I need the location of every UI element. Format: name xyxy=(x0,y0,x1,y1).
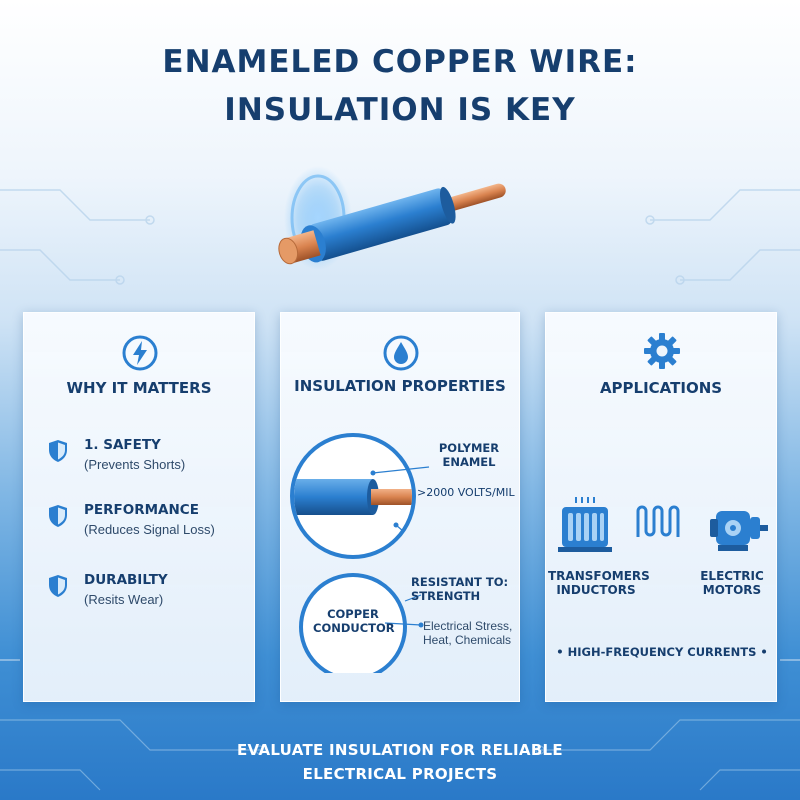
panel-heading: INSULATION PROPERTIES xyxy=(294,377,506,395)
shield-icon xyxy=(49,575,67,597)
voltage-rating-label: >2000 VOLTS/MIL xyxy=(417,486,515,499)
wire-illustration xyxy=(278,166,506,270)
water-drop-icon xyxy=(383,335,419,371)
insulation-properties-panel: INSULATION PROPERTIES xyxy=(280,312,520,702)
item-subtitle: (Resits Wear) xyxy=(84,592,164,607)
high-frequency-label: • HIGH-FREQUENCY CURRENTS • xyxy=(556,645,768,659)
panel-heading: WHY IT MATTERS xyxy=(66,379,212,397)
title-line-1: ENAMELED COPPER WIRE: xyxy=(162,44,638,80)
applications-panel: APPLICATIONS xyxy=(545,312,777,702)
page-title: ENAMELED COPPER WIRE: INSULATION IS KEY xyxy=(0,38,800,134)
shield-icon xyxy=(49,440,67,462)
item-title: 1. SAFETY xyxy=(84,437,161,453)
footer-line-1: EVALUATE INSULATION FOR RELIABLE xyxy=(237,741,563,759)
transformer-icon xyxy=(558,497,612,552)
stress-factors-label: Electrical Stress, Heat, Chemicals xyxy=(423,619,513,647)
item-subtitle: (Prevents Shorts) xyxy=(84,457,186,472)
electric-motors-label: ELECTRIC MOTORS xyxy=(700,569,764,597)
copper-conductor-label: COPPER CONDUCTOR xyxy=(313,607,395,635)
why-it-matters-panel: WHY IT MATTERS 1. SAFETY (Prevents Short… xyxy=(23,312,255,702)
transformers-inductors-label: TRANSFOMERS INDUCTORS xyxy=(548,569,650,597)
shield-icon xyxy=(49,505,67,527)
item-title: DURABILTY xyxy=(84,572,168,588)
coil-waveform-icon xyxy=(636,505,680,537)
panel-heading: APPLICATIONS xyxy=(599,379,723,397)
wire-cross-section-diagram xyxy=(290,433,430,673)
resistant-to-label: RESISTANT TO: STRENGTH xyxy=(411,575,509,603)
item-title: PERFORMANCE xyxy=(84,502,199,518)
item-subtitle: (Reduces Signal Loss) xyxy=(84,522,215,537)
title-line-2: INSULATION IS KEY xyxy=(224,92,576,128)
lightning-icon xyxy=(122,335,158,371)
polymer-enamel-label: POLYMER ENAMEL xyxy=(438,441,500,469)
footer-line-2: ELECTRICAL PROJECTS xyxy=(302,765,498,783)
electric-motor-icon xyxy=(710,511,768,551)
footer-message: EVALUATE INSULATION FOR RELIABLE ELECTRI… xyxy=(0,738,800,786)
gear-icon xyxy=(644,333,680,369)
